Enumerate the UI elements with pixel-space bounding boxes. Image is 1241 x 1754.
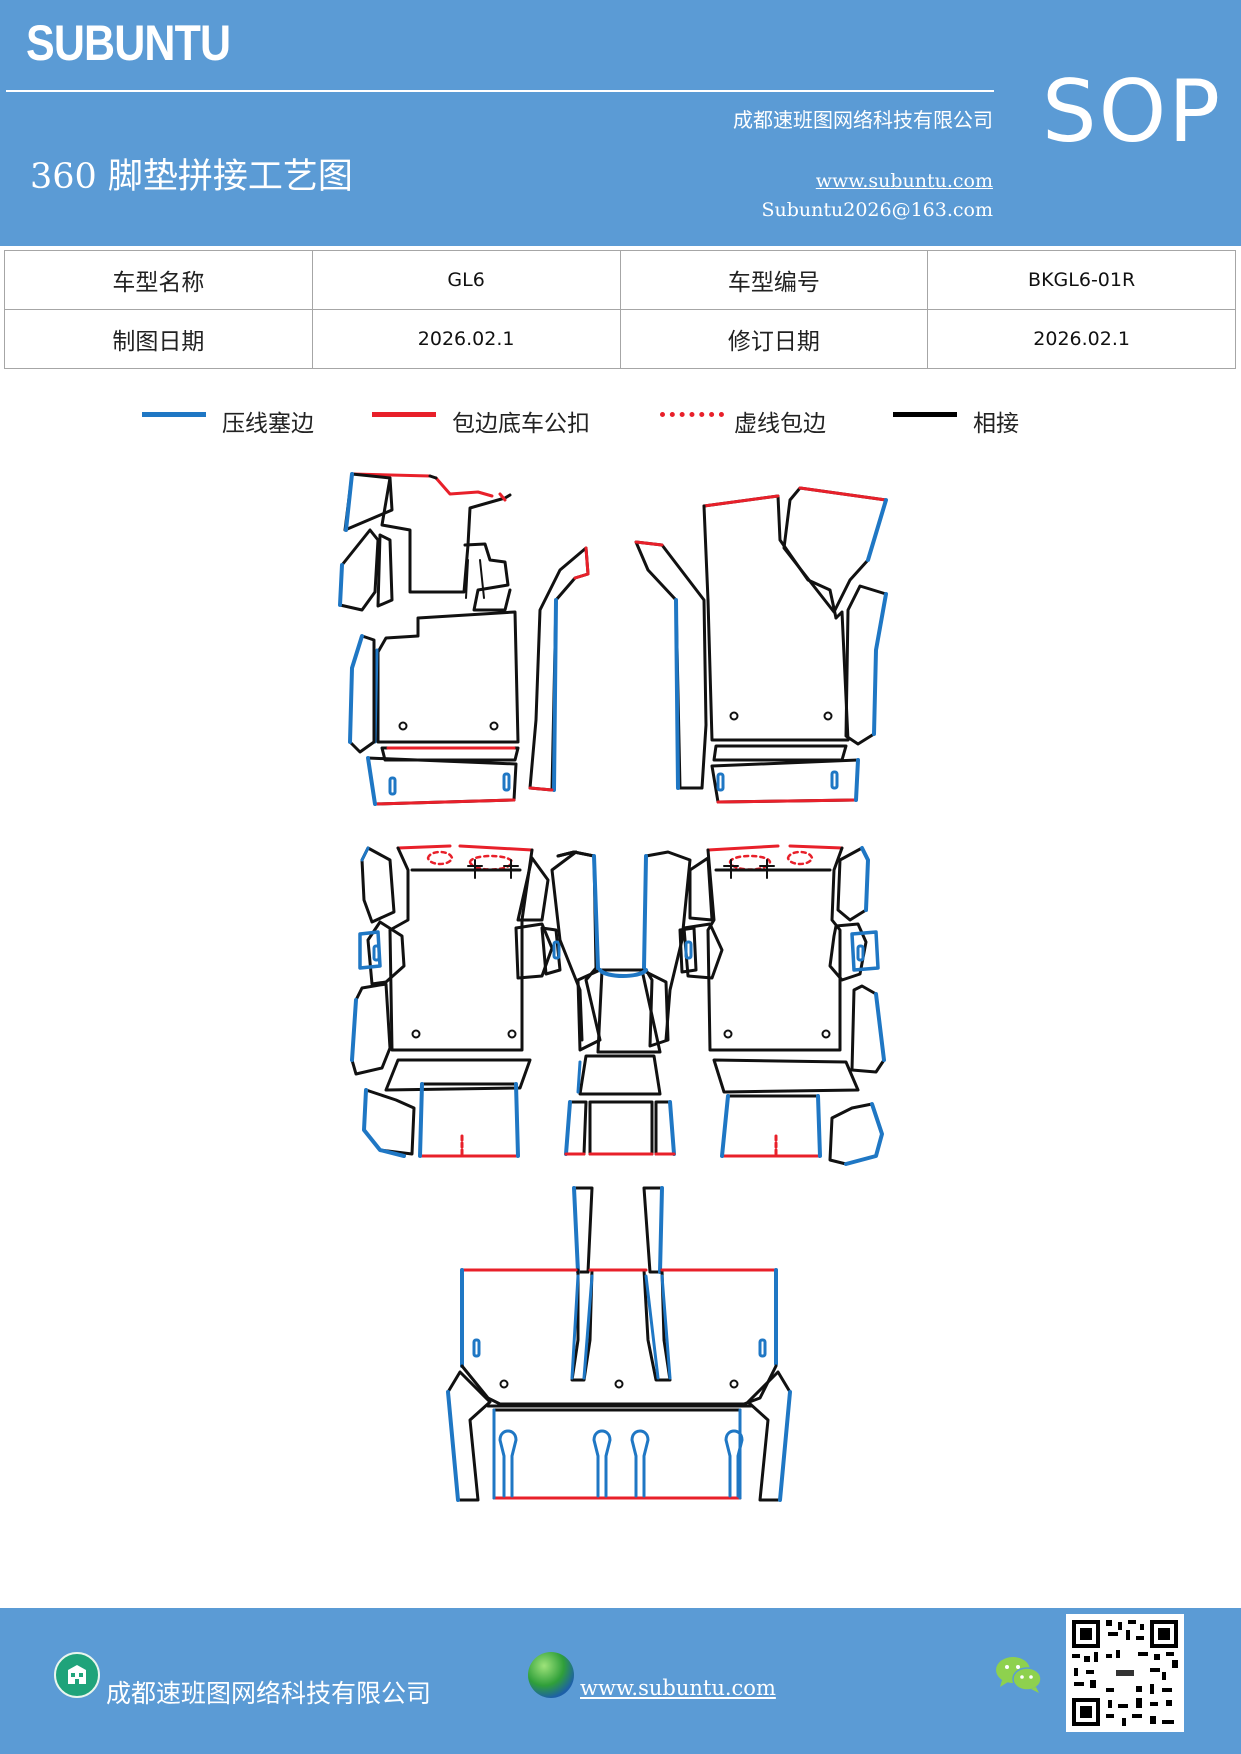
second-row-left-mat-group [350, 844, 562, 1158]
document-title: 360 脚垫拼接工艺图 [30, 157, 353, 197]
sop-badge: SOP [1042, 62, 1223, 162]
brand-logo: SUBUNTU [26, 15, 231, 71]
vehicle-info-table: 车型名称 GL6 车型编号 BKGL6-01R 制图日期 2026.02.1 修… [4, 250, 1236, 369]
header-company: 成都速班图网络科技有限公司 [733, 108, 993, 132]
footer-website-link[interactable]: www.subuntu.com [580, 1676, 776, 1700]
table-row: 制图日期 2026.02.1 修订日期 2026.02.1 [4, 309, 1236, 369]
front-right-mat-group [634, 486, 888, 804]
legend-label: 包边底车公扣 [452, 411, 590, 437]
footer-company: 成都速班图网络科技有限公司 [106, 1679, 432, 1708]
qr-code [1066, 1614, 1184, 1732]
third-row-mat-group [446, 1186, 792, 1502]
wechat-icon[interactable] [994, 1654, 1044, 1696]
model-code-value: BKGL6-01R [927, 250, 1236, 310]
globe-icon [528, 1652, 574, 1698]
legend-label: 相接 [973, 411, 1019, 437]
legend-swatch [893, 412, 957, 417]
legend-swatch [142, 412, 206, 417]
model-name-value: GL6 [311, 250, 621, 310]
legend-swatch [372, 412, 436, 417]
table-row: 车型名称 GL6 车型编号 BKGL6-01R [4, 250, 1236, 310]
legend-label: 虚线包边 [734, 411, 826, 437]
legend-label: 压线塞边 [222, 411, 314, 437]
model-code-label: 车型编号 [619, 250, 929, 310]
header-divider [6, 90, 994, 92]
legend: 压线塞边 包边底车公扣 虚线包边 相接 [0, 400, 1241, 440]
revise-date-label: 修订日期 [619, 309, 929, 369]
header-bar: SUBUNTU 成都速班图网络科技有限公司 360 脚垫拼接工艺图 www.su… [0, 0, 1241, 246]
footer-bar: 成都速班图网络科技有限公司 www.subuntu.com [0, 1608, 1241, 1754]
revise-date-value: 2026.02.1 [927, 309, 1236, 369]
second-row-right-mat-group [678, 844, 886, 1166]
center-console-mat-group [550, 850, 692, 1156]
model-name-label: 车型名称 [4, 250, 313, 310]
building-icon [54, 1652, 100, 1698]
header-email: Subuntu2026@163.com [761, 199, 993, 221]
front-left-mat-group [338, 472, 590, 806]
header-website-link[interactable]: www.subuntu.com [815, 170, 993, 192]
draw-date-value: 2026.02.1 [311, 309, 621, 369]
legend-swatch [660, 412, 724, 417]
draw-date-label: 制图日期 [4, 309, 313, 369]
